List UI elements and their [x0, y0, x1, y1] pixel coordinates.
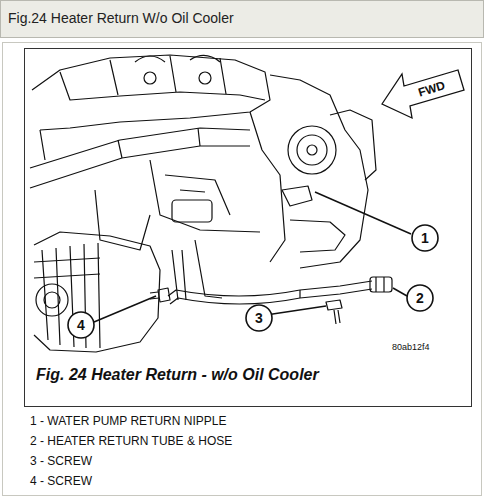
callout-number: 2 [416, 290, 424, 306]
leader-lines [94, 192, 411, 322]
spacer [36, 398, 352, 399]
figure-caption: Fig. 24 Heater Return - w/o Oil Cooler [36, 366, 319, 384]
callout-number: 4 [77, 317, 85, 333]
legend-line: 4 - SCREW [30, 474, 92, 488]
figure-frame [25, 49, 472, 407]
callout-circles [68, 225, 438, 338]
callout-number: 3 [255, 310, 263, 326]
callout-number: 1 [421, 230, 429, 246]
legend-line: 2 - HEATER RETURN TUBE & HOSE [30, 434, 232, 448]
figure-title: Fig.24 Heater Return W/o Oil Cooler [8, 10, 234, 26]
legend-line: 1 - WATER PUMP RETURN NIPPLE [30, 414, 226, 428]
forward-arrow [382, 70, 464, 118]
engine-lines [30, 55, 392, 352]
direction-label: FWD [417, 78, 447, 99]
figure-id: 80ab12f4 [392, 342, 430, 352]
title-bar [1, 1, 484, 38]
legend-line: 3 - SCREW [30, 454, 92, 468]
panel [3, 43, 482, 496]
